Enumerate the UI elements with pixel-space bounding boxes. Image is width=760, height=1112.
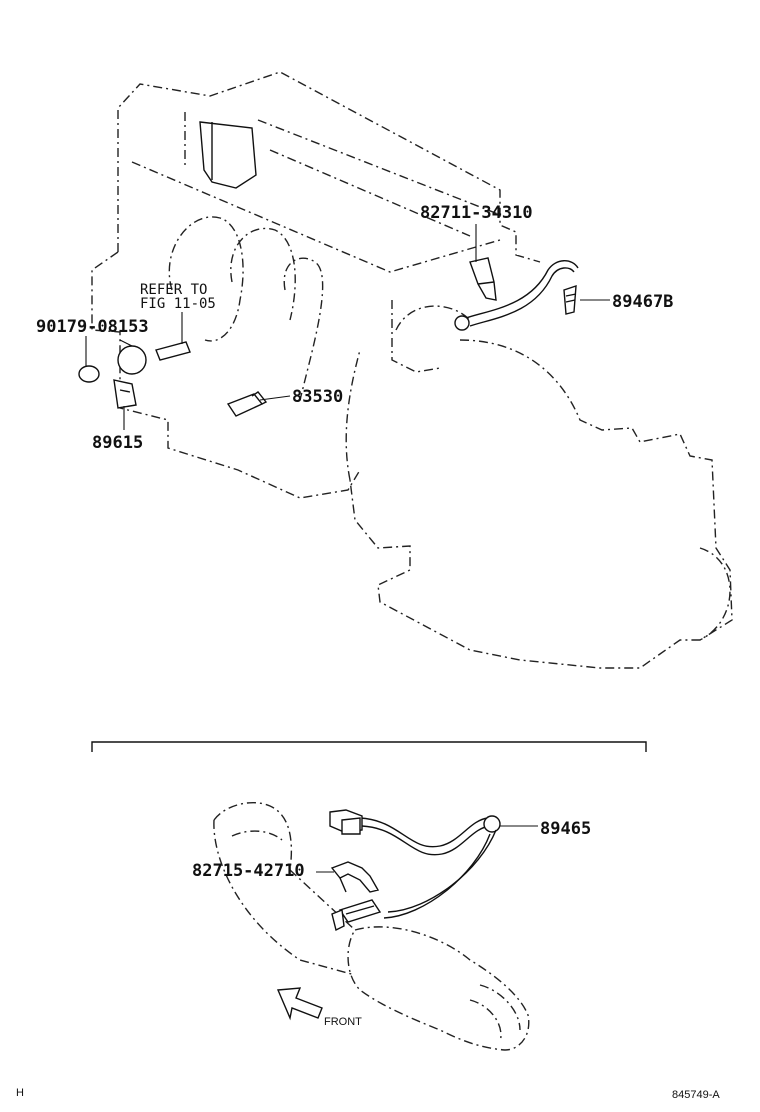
clamp-82711 (469, 257, 497, 301)
label-refer-to: REFER TO (140, 282, 207, 298)
label-82711-34310: 82711-34310 (420, 203, 533, 223)
lower-leader-lines (316, 825, 538, 873)
cam-cover-detail (199, 121, 257, 189)
label-82715-42710: 82715-42710 (192, 861, 305, 881)
engine-block-outline (91, 71, 733, 669)
label-83530: 83530 (292, 387, 343, 407)
front-arrow-icon (276, 987, 323, 1021)
label-89615: 89615 (92, 433, 143, 453)
stud-bolt (155, 341, 191, 361)
oxygen-sensor-89467b (454, 260, 579, 331)
oxygen-sensor-89465 (329, 809, 501, 932)
nut-90179 (78, 365, 100, 383)
clamp-82715 (330, 861, 380, 893)
section-divider (91, 741, 647, 752)
label-front: FRONT (324, 1016, 362, 1028)
figure-id: 845749-A (672, 1089, 720, 1101)
temp-sensor-83530 (226, 391, 268, 417)
label-90179-08153: 90179-08153 (36, 317, 149, 337)
corner-mark: H (16, 1087, 24, 1099)
label-89465: 89465 (540, 819, 591, 839)
label-fig-ref: FIG 11-05 (140, 296, 216, 312)
label-89467b: 89467B (612, 292, 673, 312)
upper-leader-lines (85, 224, 610, 430)
knock-sensor-89615 (113, 345, 147, 409)
exhaust-pipe-outline (213, 802, 530, 1051)
